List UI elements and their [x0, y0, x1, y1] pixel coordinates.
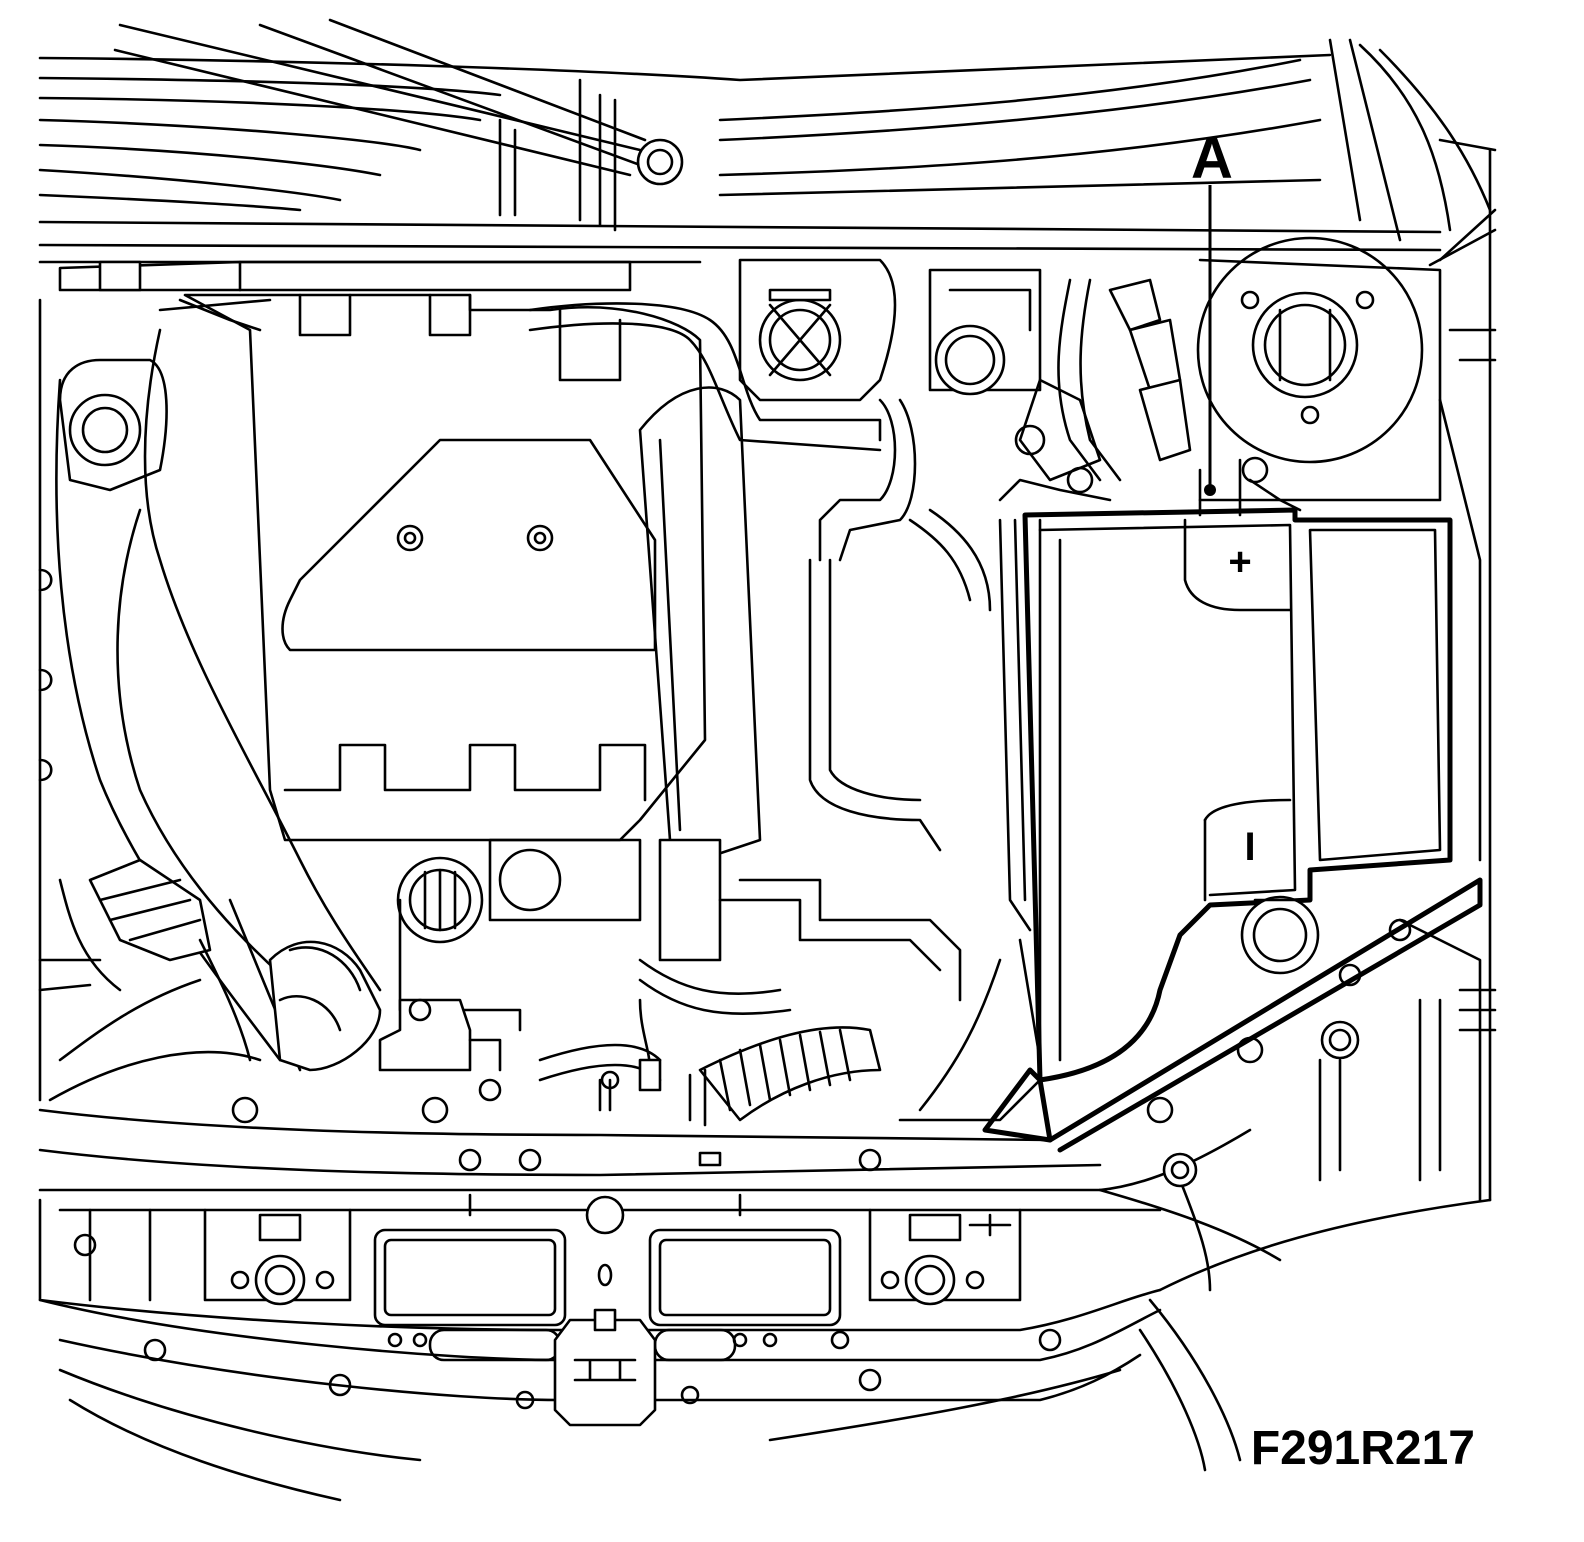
- callout-a-label: A: [1191, 126, 1233, 191]
- corrugated-hose: [688, 1026, 882, 1127]
- positive-terminal-symbol: +: [1228, 540, 1251, 584]
- upper-left-pipe: [58, 260, 632, 292]
- negative-terminal-symbol: I: [1244, 825, 1255, 869]
- bumper-beam: [38, 1298, 1162, 1502]
- battery: [998, 456, 1453, 1083]
- left-strut-mount: [58, 358, 168, 492]
- callout-a-pointer: [1204, 484, 1216, 496]
- right-fender: [1138, 1152, 1492, 1472]
- oil-filler-cap: [396, 838, 642, 1032]
- engine-cover: [158, 293, 707, 842]
- wiring-harness: [998, 278, 1192, 502]
- left-edge-clips: [38, 148, 1492, 1202]
- wiper-arm: [113, 18, 684, 232]
- lower-air-duct: [898, 938, 1053, 1143]
- sensor-wire: [598, 998, 662, 1112]
- right-strut-tower: [1196, 236, 1497, 862]
- hood-and-windscreen-lines: [38, 38, 1497, 267]
- left-connector-cluster: [38, 858, 252, 1062]
- callout-a: [1204, 185, 1216, 496]
- coolant-hoses: [528, 302, 992, 1082]
- air-duct: [638, 386, 762, 962]
- right-front-bracket: [1047, 877, 1497, 1202]
- cowl-panel: [38, 220, 1442, 264]
- front-cross-member: [38, 1078, 1282, 1262]
- washer-reservoir-cap: [928, 268, 1042, 396]
- figure-id: F291R217: [1251, 1422, 1475, 1475]
- dipstick-handle: [378, 998, 502, 1072]
- reservoir-cap: [738, 258, 897, 402]
